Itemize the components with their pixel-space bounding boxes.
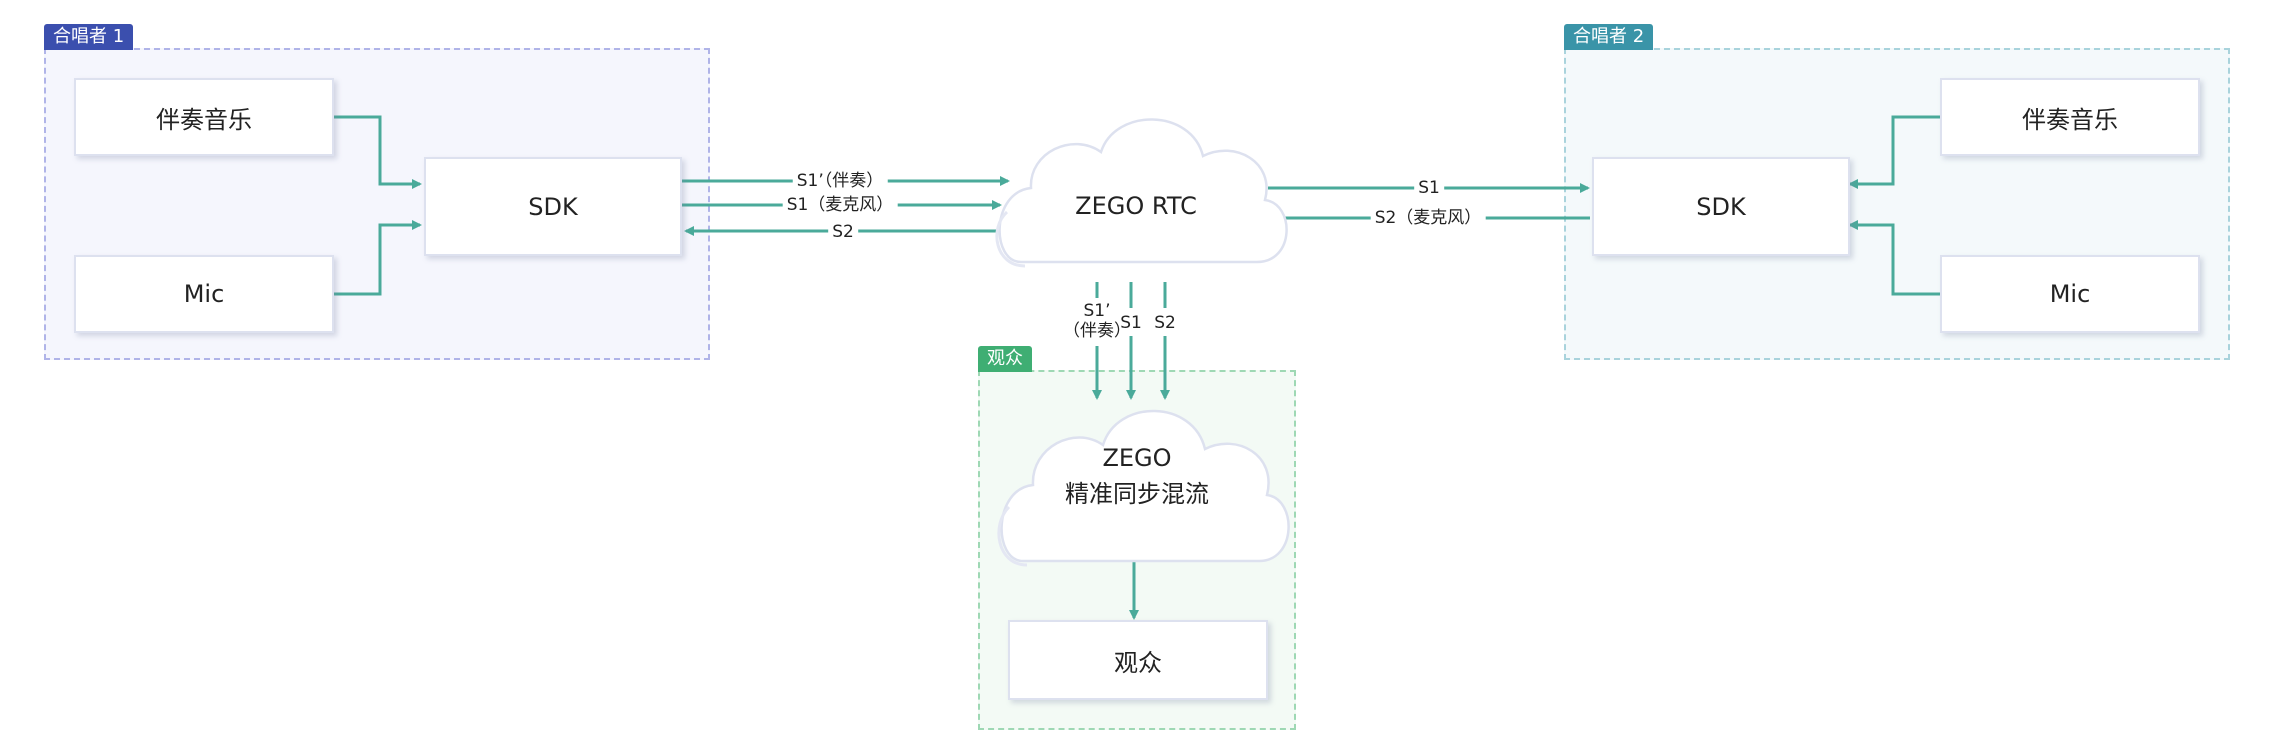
label-down-s1-prime: S1’ （伴奏） [1063,301,1131,341]
singer1-group-label: 合唱者 1 [44,24,134,50]
singer2-sdk-box: SDK [1592,157,1850,256]
label-left-s1-prime: S1’（伴奏） [792,171,888,191]
label-down-s2: S2 [1154,313,1176,333]
label-right-s1: S1 [1414,178,1444,198]
singer2-accompaniment-box: 伴奏音乐 [1940,78,2200,156]
mic-to-sdk-right [1848,220,1940,296]
accompaniment-to-sdk-left [333,115,422,189]
singer2-group-label: 合唱者 2 [1564,24,1654,50]
label-down-s1-prime-b: （伴奏） [1063,321,1131,341]
label-down-s1-prime-a: S1’ [1083,301,1111,321]
label-left-s1: S1（麦克风） [782,195,898,215]
audience-box: 观众 [1008,620,1268,700]
cloud-mix-line2: 精准同步混流 [1065,480,1209,508]
cloud-mix-line1: ZEGO [1102,444,1172,472]
label-down-s1: S1 [1120,313,1142,333]
label-left-s2: S2 [828,222,858,242]
cloud-mix-icon [997,409,1290,567]
singer2-mic-box: Mic [1940,255,2200,333]
accompaniment-to-sdk-right [1848,115,1940,189]
label-right-s2: S2（麦克风） [1370,208,1486,228]
cloud-mix-label: ZEGO 精准同步混流 [1065,440,1209,512]
singer1-accompaniment-box: 伴奏音乐 [74,78,334,156]
cloud-rtc-label: ZEGO RTC [1075,192,1197,220]
audience-group-label: 观众 [978,346,1032,372]
cloud-rtc-icon [995,118,1288,268]
singer1-sdk-box: SDK [424,157,682,256]
singer1-mic-box: Mic [74,255,334,333]
mic-to-sdk-left [333,220,422,296]
